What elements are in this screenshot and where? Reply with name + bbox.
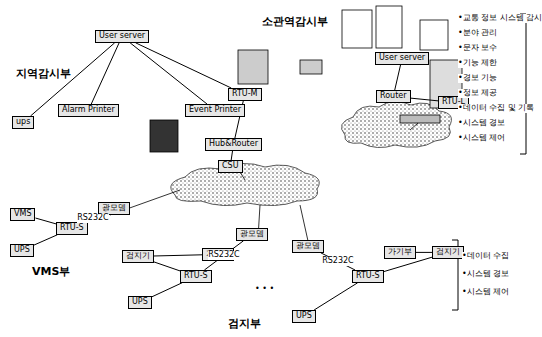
device-label: CSU (222, 161, 239, 170)
connector (314, 283, 357, 310)
device-box: RTU-S (56, 222, 88, 235)
note-text: •문자 보수 (458, 44, 497, 53)
device-label: 가기부 (388, 247, 412, 256)
signal-name: RS232C (322, 257, 354, 266)
device-label: VMS (14, 209, 31, 218)
device-box: UPS (292, 310, 316, 323)
device-label: 검지기 (436, 247, 460, 256)
connector (152, 283, 182, 297)
note-text: •시스템 제어 (462, 288, 509, 297)
connector (91, 43, 119, 104)
device-box: CSU (218, 160, 243, 173)
connector (231, 151, 232, 160)
device-label: 광모뎀 (296, 241, 320, 250)
connector (411, 98, 438, 101)
connector (384, 257, 432, 271)
note-text: •교통 정보 시스템 감시 (458, 14, 542, 23)
device-label: UPS (296, 311, 312, 320)
device-box: 검지기 (432, 246, 464, 259)
device-label: RTU-S (356, 271, 380, 280)
device-box: 광모뎀 (98, 202, 130, 215)
device-box: Alarm Printer (58, 104, 119, 117)
connector (395, 65, 401, 90)
device-label: RTU-S (60, 223, 84, 232)
device-box: Router (376, 90, 411, 103)
section-title: VMS부 (32, 266, 70, 278)
device-box: VMS (10, 208, 35, 221)
bracket (520, 14, 526, 154)
network-cloud (171, 101, 452, 205)
section-title: 지역감시부 (16, 68, 71, 80)
note-text: •시스템 경보 (462, 270, 509, 279)
device-label: 광모뎀 (102, 203, 126, 212)
network-wire (110, 123, 418, 250)
device-label: User server (379, 53, 425, 62)
device-box: User server (375, 52, 429, 65)
note-text: •기능 제한 (458, 59, 497, 68)
device-box: RTU-S (352, 270, 384, 283)
device-label: Hub&Router (209, 139, 258, 148)
device-box: UPS (128, 296, 152, 309)
section-title: 소관역감시부 (262, 16, 328, 28)
device-label: Event Printer (189, 105, 241, 114)
device-label: RTU-S (184, 271, 208, 280)
device-label: UPS (14, 245, 30, 254)
device-box: 가기부 (384, 246, 416, 259)
device-label: Alarm Printer (62, 105, 115, 114)
connector (136, 43, 232, 88)
device-label: UPS (132, 297, 148, 306)
note-text: •데이터 수집 및 기록 (458, 104, 534, 113)
device-box: ups (12, 116, 34, 129)
device-label: User server (99, 31, 145, 40)
connector (321, 253, 355, 270)
device-box: 검지기 (122, 250, 154, 263)
device-label: Router (380, 91, 407, 100)
device-box: 광모뎀 (236, 228, 268, 241)
server-rack (150, 6, 462, 152)
device-label: ups (16, 117, 30, 126)
connector (154, 255, 202, 256)
device-box: User server (95, 30, 149, 43)
device-box: Event Printer (185, 104, 245, 117)
note-text: •정보 제공 (458, 89, 497, 98)
device-label: RTU-M (232, 89, 258, 98)
connector (154, 262, 180, 271)
device-box: Hub&Router (205, 138, 262, 151)
note-text: • • • (255, 285, 274, 294)
device-label: 검지기 (126, 251, 150, 260)
connector (34, 235, 58, 245)
device-box: 광모뎀 (292, 240, 324, 253)
note-text: •경보 기능 (458, 74, 497, 83)
section-title: 검지부 (228, 318, 261, 330)
signal-name: RS232C (77, 214, 109, 223)
device-box: UPS (10, 244, 34, 257)
signal-name: RS232C (208, 251, 240, 260)
note-text: •시스템 제어 (458, 134, 505, 143)
connector (35, 218, 56, 224)
device-box: RTU-S (180, 270, 212, 283)
device-box: RTU-M (228, 88, 262, 101)
connector (204, 241, 243, 270)
note-text: •데이터 수집 (462, 252, 509, 261)
note-text: •분야 관리 (458, 29, 497, 38)
device-label: 광모뎀 (240, 229, 264, 238)
connector (416, 252, 432, 253)
note-text: •시스템 경보 (458, 119, 505, 128)
connector (130, 43, 207, 104)
